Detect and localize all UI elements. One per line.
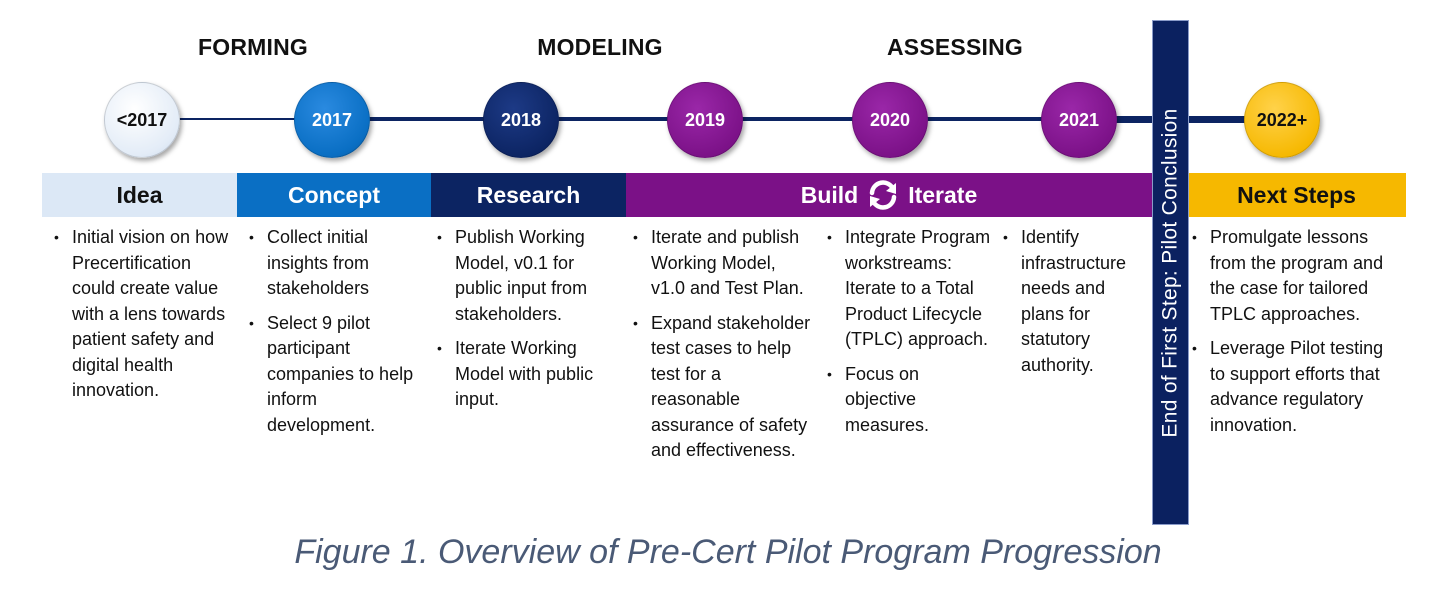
year-circle-2017: 2017	[294, 82, 370, 158]
list-item: Iterate Working Model with public input.	[435, 336, 623, 413]
list-item: Publish Working Model, v0.1 for public i…	[435, 225, 623, 327]
refresh-cycle-icon	[869, 180, 897, 210]
band-build-iterate: Build Iterate	[626, 173, 1152, 217]
band-idea-label: Idea	[116, 181, 163, 208]
list-item: Select 9 pilot participant companies to …	[247, 311, 427, 439]
list-item: Iterate and publish Working Model, v1.0 …	[631, 225, 813, 302]
timeline-line-2	[360, 117, 500, 121]
list-item: Promulgate lessons from the program and …	[1190, 225, 1402, 327]
year-circle-2018: 2018	[483, 82, 559, 158]
figure-caption: Figure 1. Overview of Pre-Cert Pilot Pro…	[294, 533, 1162, 571]
timeline-line-3	[550, 117, 690, 121]
phase-assessing: ASSESSING	[886, 34, 1023, 60]
list-item: Initial vision on how Precertification c…	[52, 225, 234, 404]
year-circle-2020: 2020	[852, 82, 928, 158]
list-item: Expand stakeholder test cases to help te…	[631, 311, 813, 464]
band-concept-label: Concept	[288, 181, 380, 208]
band-iterate-label: Iterate	[908, 181, 978, 208]
year-circle-2019: 2019	[667, 82, 743, 158]
column-2020: Integrate Program workstreams: Iterate t…	[825, 225, 995, 447]
timeline-line-1	[170, 118, 310, 120]
column-research: Publish Working Model, v0.1 for public i…	[435, 225, 623, 422]
column-concept: Collect initial insights from stakeholde…	[247, 225, 427, 447]
year-circle-2022-plus: 2022+	[1244, 82, 1320, 158]
column-next-steps: Promulgate lessons from the program and …	[1190, 225, 1402, 447]
band-build-label: Build	[800, 181, 859, 208]
column-2021: Identify infrastructure needs and plans …	[1001, 225, 1149, 387]
phase-modeling: MODELING	[537, 34, 663, 60]
pilot-conclusion-marker: End of First Step: Pilot Conclusion	[1152, 20, 1189, 525]
column-idea: Initial vision on how Precertification c…	[52, 225, 234, 413]
year-circle-pre-2017: <2017	[104, 82, 180, 158]
column-2019: Iterate and publish Working Model, v1.0 …	[631, 225, 813, 473]
list-item: Integrate Program workstreams: Iterate t…	[825, 225, 995, 353]
list-item: Identify infrastructure needs and plans …	[1001, 225, 1149, 378]
band-next-steps: Next Steps	[1187, 173, 1406, 217]
band-idea: Idea	[42, 173, 237, 217]
timeline-line-5	[920, 117, 1060, 121]
timeline-line-6	[1110, 116, 1280, 123]
list-item: Focus on objective measures.	[825, 362, 995, 439]
list-item: Collect initial insights from stakeholde…	[247, 225, 427, 302]
pilot-conclusion-label: End of First Step: Pilot Conclusion	[1158, 107, 1182, 438]
band-research: Research	[431, 173, 626, 217]
year-circle-2021: 2021	[1041, 82, 1117, 158]
band-next-label: Next Steps	[1237, 181, 1356, 208]
list-item: Leverage Pilot testing to support effort…	[1190, 336, 1402, 438]
band-concept: Concept	[237, 173, 431, 217]
timeline-line-4	[740, 117, 870, 121]
phase-forming: FORMING	[198, 34, 308, 60]
band-research-label: Research	[476, 181, 581, 208]
